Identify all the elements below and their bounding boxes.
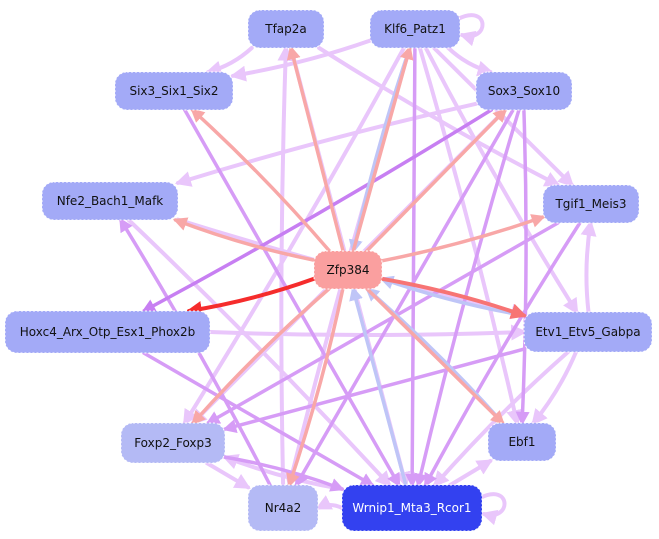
edge-foxp2-foxp3-to-nr4a2 xyxy=(204,461,251,490)
edge-zfp384-to-ebf1 xyxy=(365,287,505,425)
node-label: Wrnip1_Mta3_Rcor1 xyxy=(352,501,471,515)
node-label: Tgif1_Meis3 xyxy=(554,197,626,211)
edge-tgif1-meis3-to-foxp2-foxp3 xyxy=(205,221,560,425)
node-ebf1[interactable]: Ebf1 xyxy=(487,422,557,462)
edge-klf6-patz1-to-klf6-patz1 xyxy=(456,13,485,47)
edge-zfp384-to-tfap2a xyxy=(286,45,345,253)
node-box[interactable] xyxy=(41,181,179,221)
node-nfe2-bach1-mafk[interactable]: Nfe2_Bach1_Mafk xyxy=(41,181,179,221)
edge-wrnip1-mta3-rcor1-to-wrnip1-mta3-rcor1 xyxy=(478,492,507,526)
node-box[interactable] xyxy=(120,422,226,464)
edge-klf6-patz1-to-wrnip1-mta3-rcor1 xyxy=(405,46,420,488)
edge-sox3-sox10-to-ebf1 xyxy=(515,108,530,426)
edge-sox3-sox10-to-nfe2-bach1-mafk xyxy=(174,101,478,187)
edge-sox3-sox10-to-hoxc4-arx-otp-esx1-phox2b xyxy=(141,108,493,313)
node-box[interactable] xyxy=(341,484,483,532)
edge-tgif1-meis3-to-wrnip1-mta3-rcor1 xyxy=(423,221,582,488)
node-box[interactable] xyxy=(369,9,461,49)
node-box[interactable] xyxy=(487,422,557,462)
edge-klf6-patz1-to-foxp2-foxp3 xyxy=(182,46,406,426)
node-box[interactable] xyxy=(247,484,319,532)
node-label: Nfe2_Bach1_Mafk xyxy=(57,194,164,208)
edge-klf6-patz1-to-ebf1 xyxy=(417,46,523,427)
node-label: Hoxc4_Arx_Otp_Esx1_Phox2b xyxy=(20,325,196,339)
node-box[interactable] xyxy=(313,250,383,290)
edge-zfp384-to-etv1-etv5-gabpa xyxy=(380,276,528,319)
node-label: Foxp2_Foxp3 xyxy=(134,436,212,450)
edge-sox3-sox10-to-nr4a2 xyxy=(294,108,515,488)
node-tgif1-meis3[interactable]: Tgif1_Meis3 xyxy=(542,184,640,224)
edge-nr4a2-to-tfap2a xyxy=(277,44,294,487)
node-klf6-patz1[interactable]: Klf6_Patz1 xyxy=(369,9,461,49)
edge-etv1-etv5-gabpa-to-ebf1 xyxy=(531,350,578,426)
edge-wrnip1-mta3-rcor1-to-ebf1 xyxy=(448,459,494,487)
node-zfp384[interactable]: Zfp384 xyxy=(313,250,383,290)
node-wrnip1-mta3-rcor1[interactable]: Wrnip1_Mta3_Rcor1 xyxy=(341,484,483,532)
node-label: Ebf1 xyxy=(508,435,535,449)
node-six3-six1-six2[interactable]: Six3_Six1_Six2 xyxy=(114,71,234,111)
node-tfap2a[interactable]: Tfap2a xyxy=(247,9,325,49)
edge-wrnip1-mta3-rcor1-to-zfp384 xyxy=(349,286,408,487)
edge-etv1-etv5-gabpa-to-tgif1-meis3 xyxy=(580,219,597,314)
node-box[interactable] xyxy=(542,184,640,224)
edge-zfp384-to-foxp2-foxp3 xyxy=(191,287,331,426)
node-label: Sox3_Sox10 xyxy=(488,84,560,98)
edge-zfp384-to-sox3-sox10 xyxy=(364,108,508,253)
node-sox3-sox10[interactable]: Sox3_Sox10 xyxy=(475,71,573,111)
node-label: Etv1_Etv5_Gabpa xyxy=(535,325,640,339)
node-box[interactable] xyxy=(247,9,325,49)
edge-zfp384-to-nfe2-bach1-mafk xyxy=(172,217,316,262)
edge-hoxc4-arx-otp-esx1-phox2b-to-wrnip1-mta3-rcor1 xyxy=(142,351,375,487)
node-box[interactable] xyxy=(475,71,573,111)
node-etv1-etv5-gabpa[interactable]: Etv1_Etv5_Gabpa xyxy=(523,311,653,353)
edge-klf6-patz1-to-six3-six1-six2 xyxy=(229,38,372,82)
edge-six3-six1-six2-to-wrnip1-mta3-rcor1 xyxy=(183,108,401,488)
edge-zfp384-to-six3-six1-six2 xyxy=(190,108,332,253)
node-box[interactable] xyxy=(114,71,234,111)
edge-etv1-etv5-gabpa-to-foxp2-foxp3 xyxy=(222,347,526,433)
edge-tfap2a-to-six3-six1-six2 xyxy=(205,46,254,77)
node-label: Klf6_Patz1 xyxy=(384,22,446,36)
node-foxp2-foxp3[interactable]: Foxp2_Foxp3 xyxy=(120,422,226,464)
node-label: Six3_Six1_Six2 xyxy=(129,84,218,98)
edge-etv1-etv5-gabpa-to-zfp384 xyxy=(379,275,526,318)
node-label: Nr4a2 xyxy=(265,501,302,515)
edge-zfp384-to-tgif1-meis3 xyxy=(380,214,546,263)
edge-zfp384-to-klf6-patz1 xyxy=(351,45,414,253)
node-hoxc4-arx-otp-esx1-phox2b[interactable]: Hoxc4_Arx_Otp_Esx1_Phox2b xyxy=(4,310,211,354)
node-nr4a2[interactable]: Nr4a2 xyxy=(247,484,319,532)
node-box[interactable] xyxy=(523,311,653,353)
node-box[interactable] xyxy=(4,310,211,354)
edge-wrnip1-mta3-rcor1-to-nr4a2 xyxy=(315,495,344,510)
edge-zfp384-to-nr4a2 xyxy=(286,287,345,488)
node-label: Tfap2a xyxy=(264,22,307,36)
edge-klf6-patz1-to-sox3-sox10 xyxy=(446,46,494,77)
node-label: Zfp384 xyxy=(327,263,370,277)
edge-zfp384-to-hoxc4-arx-otp-esx1-phox2b xyxy=(185,276,316,317)
edge-foxp2-foxp3-to-wrnip1-mta3-rcor1 xyxy=(223,455,345,492)
